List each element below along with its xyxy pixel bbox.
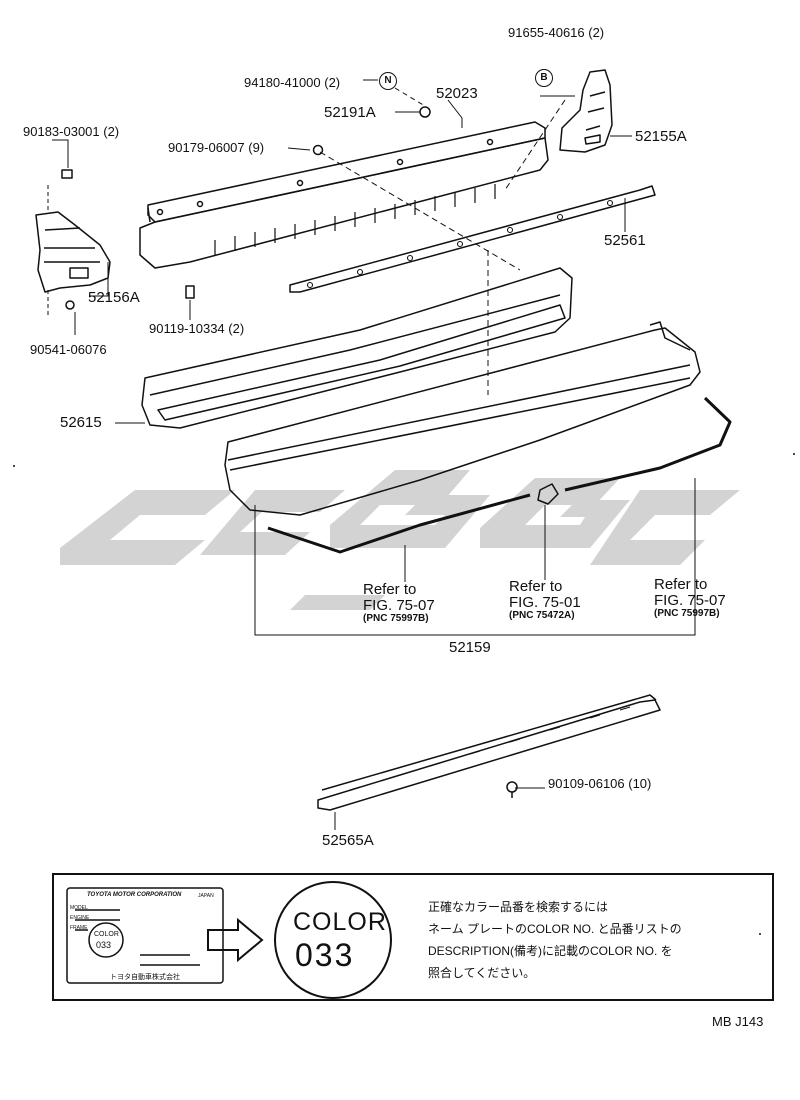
bracket-52565A bbox=[317, 694, 661, 811]
refer-note-left: Refer to FIG. 75-07 (PNC 75997B) bbox=[363, 581, 435, 624]
label-52155A: 52155A bbox=[635, 128, 687, 145]
bracket-52155A bbox=[559, 69, 613, 153]
label-90541-06076: 90541-06076 bbox=[30, 342, 107, 357]
callout-b: B bbox=[535, 69, 553, 87]
color-info-box bbox=[52, 873, 774, 1001]
plate-country: JAPAN bbox=[198, 893, 214, 899]
plate-color-code: 033 bbox=[96, 940, 112, 950]
label-52159: 52159 bbox=[449, 639, 491, 656]
label-52023: 52023 bbox=[436, 85, 478, 102]
bracket-52156A bbox=[35, 211, 111, 293]
callout-n: N bbox=[379, 72, 397, 90]
figure-code: MB J143 bbox=[712, 1014, 764, 1029]
molding-clip bbox=[537, 483, 559, 505]
note-line-1: 正確なカラー品番を検索するには bbox=[428, 900, 609, 914]
label-90119-10334: 90119-10334 (2) bbox=[149, 321, 245, 336]
arrow-icon bbox=[207, 917, 264, 963]
molding-right bbox=[564, 396, 732, 492]
bumper-cover-52615 bbox=[141, 267, 573, 429]
label-52156A: 52156A bbox=[88, 289, 140, 306]
big-color-word: COLOR bbox=[293, 908, 387, 936]
plate-company-jp: トヨタ自動車株式会社 bbox=[110, 974, 180, 981]
label-90183-03001: 90183-03001 (2) bbox=[23, 124, 120, 139]
refer-note-right: Refer to FIG. 75-07 (PNC 75997B) bbox=[654, 576, 726, 619]
note-line-2: ネーム プレートのCOLOR NO. と品番リストの bbox=[428, 922, 682, 936]
label-52561: 52561 bbox=[604, 232, 646, 249]
rail-52561 bbox=[289, 185, 656, 293]
plate-field-model: MODEL bbox=[70, 905, 88, 911]
watermark-logo bbox=[60, 470, 740, 610]
color-circle bbox=[274, 881, 392, 999]
plate-field-frame: FRAME bbox=[70, 925, 88, 931]
fastener-icons bbox=[61, 106, 518, 798]
note-line-3: DESCRIPTION(備考)に記載のCOLOR NO. を bbox=[428, 944, 673, 958]
name-plate bbox=[66, 887, 224, 984]
leader-lines bbox=[47, 79, 696, 830]
bumper-lower-52159 bbox=[224, 321, 701, 516]
big-color-code: 033 bbox=[295, 937, 355, 973]
refer-note-center: Refer to FIG. 75-01 (PNC 75472A) bbox=[509, 578, 581, 621]
label-91655-40616: 91655-40616 (2) bbox=[508, 25, 605, 40]
stray-dots bbox=[13, 453, 795, 935]
label-90179-06007: 90179-06007 (9) bbox=[168, 140, 265, 155]
label-52191A: 52191A bbox=[324, 104, 376, 121]
plate-maker: TOYOTA MOTOR CORPORATION bbox=[87, 892, 182, 898]
note-line-4: 照合してください。 bbox=[428, 966, 536, 980]
plate-field-engine: ENGINE bbox=[70, 915, 90, 921]
bumper-reinforcement-52023 bbox=[139, 121, 549, 269]
label-52565A: 52565A bbox=[322, 832, 374, 849]
label-94180-41000: 94180-41000 (2) bbox=[244, 75, 341, 90]
label-52615: 52615 bbox=[60, 414, 102, 431]
label-90109-06106: 90109-06106 (10) bbox=[548, 776, 652, 791]
plate-color-word: COLOR bbox=[94, 931, 119, 938]
molding-left bbox=[267, 493, 531, 554]
